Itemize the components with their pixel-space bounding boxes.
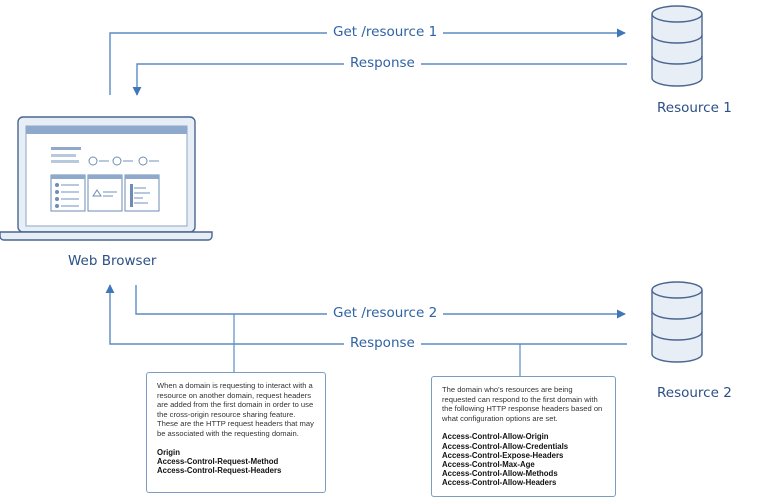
database-icon-resource-1 (651, 5, 703, 87)
response-2-arrow (105, 284, 627, 345)
get-resource-2-label: Get /resource 2 (327, 305, 444, 321)
database-icon-resource-2 (651, 281, 703, 363)
get-resource-2-arrow (135, 285, 626, 319)
resource-1-label: Resource 1 (657, 100, 732, 116)
laptop-icon (0, 116, 213, 241)
get-resource-1-arrow (109, 28, 626, 95)
response-1-label: Response (344, 55, 421, 71)
response-header-item: Access-Control-Max-Age (442, 459, 535, 469)
response-header-item: Access-Control-Allow-Headers (442, 478, 557, 488)
request-header-item: Origin (157, 447, 180, 457)
get-resource-1-label: Get /resource 1 (327, 24, 444, 40)
response-note-text: The domain who's resources are being req… (442, 385, 603, 423)
response-1-arrow (132, 63, 627, 96)
response-header-item: Access-Control-Allow-Origin (442, 432, 549, 442)
resource-2-label: Resource 2 (657, 385, 732, 401)
response-2-label: Response (344, 335, 421, 351)
request-header-item: Access-Control-Request-Method (157, 456, 279, 466)
response-header-item: Access-Control-Allow-Credentials (442, 441, 569, 451)
web-browser-label: Web Browser (68, 253, 157, 269)
response-header-item: Access-Control-Allow-Methods (442, 469, 558, 479)
request-headers-note: When a domain is requesting to interact … (146, 372, 326, 493)
response-header-item: Access-Control-Expose-Headers (442, 450, 564, 460)
response-headers-note: The domain who's resources are being req… (431, 376, 616, 497)
request-note-text: When a domain is requesting to interact … (157, 381, 314, 438)
request-header-item: Access-Control-Request-Headers (157, 465, 282, 475)
